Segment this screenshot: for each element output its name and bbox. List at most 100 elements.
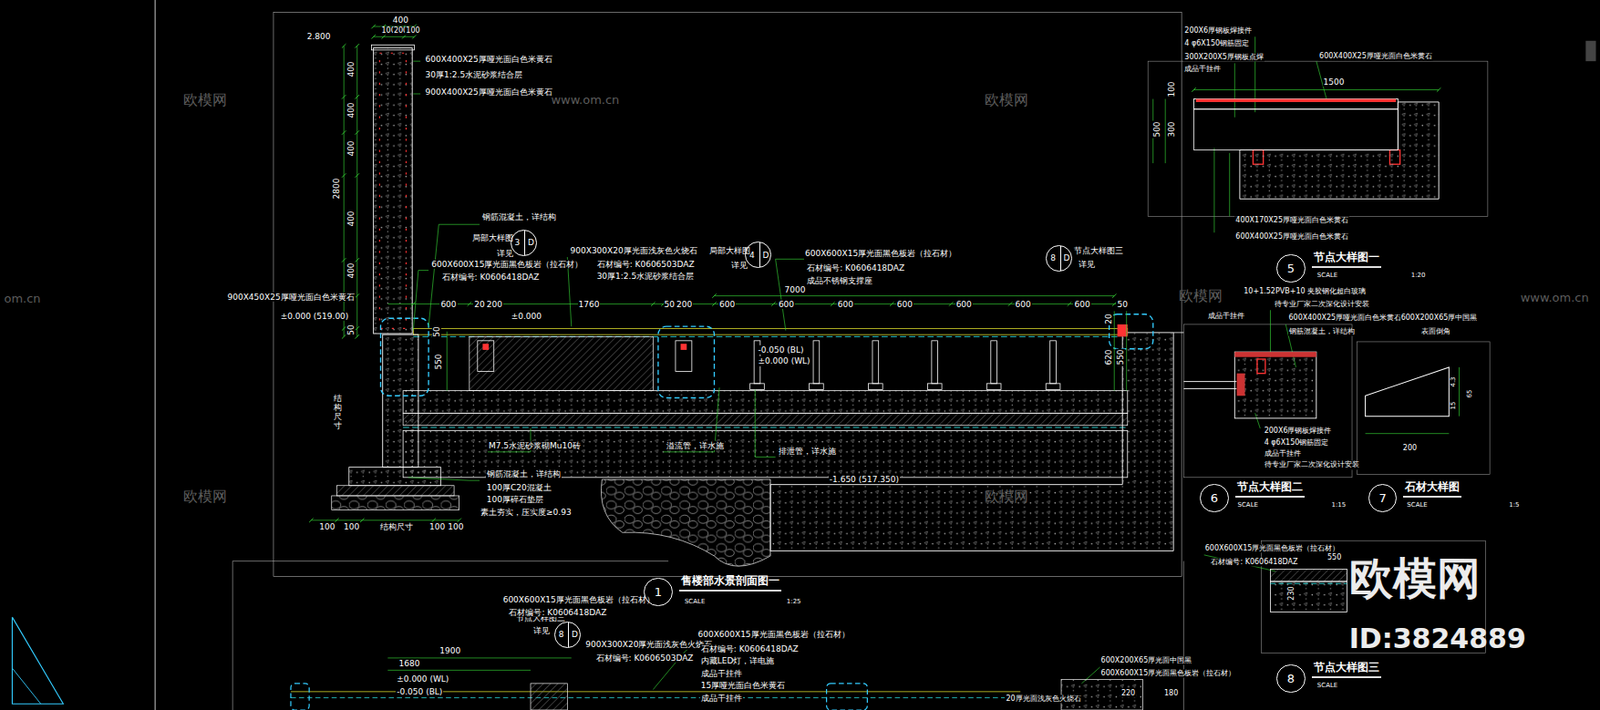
polyline-shape <box>754 390 775 458</box>
annotation: 600X400X25厚哑光面白色米黄石 <box>424 54 554 64</box>
annotation: 100 <box>318 521 336 531</box>
annotation: 结构尺寸 <box>379 521 414 531</box>
annotation: 石材编号: K0606503DAZ <box>595 653 695 663</box>
path-shape <box>600 479 771 567</box>
dimension-lines <box>309 24 1441 691</box>
line-shape <box>373 36 415 38</box>
rect-shape <box>1269 581 1347 613</box>
annotation: ±0.000 <box>510 311 543 321</box>
annotation: 节点大样图三 <box>1073 246 1125 256</box>
reference-code: 8 <box>1046 246 1060 271</box>
annotation: 600X400X25厚哑光面白色米黄石 <box>1318 51 1434 61</box>
annotation: SCALE <box>1405 501 1428 509</box>
dimension-text: 620 <box>1103 348 1113 366</box>
annotation: 600 <box>718 299 736 309</box>
annotation: 30厚1:2.5水泥砂浆结合层 <box>424 70 525 80</box>
dimension-text: 50 <box>346 323 356 336</box>
reference-code: D <box>759 242 773 268</box>
polyline-shape <box>412 92 421 94</box>
watermark: ID:3824889 <box>1349 622 1527 655</box>
annotation: 600X600X15厚光面黑色板岩（拉石材） <box>804 247 958 258</box>
rect-shape <box>867 383 883 391</box>
rect-shape <box>1237 373 1246 397</box>
line-shape <box>356 45 358 337</box>
rect-shape <box>349 467 442 486</box>
rect-shape <box>872 340 879 384</box>
detail-number: 1 <box>644 578 671 606</box>
annotation: 石材编号: K0606418DAZ <box>805 263 906 273</box>
rect-shape <box>1257 359 1266 374</box>
line-shape <box>360 518 364 523</box>
line-shape <box>1269 583 1347 585</box>
annotation: 详见 <box>730 260 749 270</box>
rect-shape <box>331 495 460 511</box>
annotation: 1760 <box>578 299 601 309</box>
dimension-text: 400 <box>346 101 356 119</box>
rect-shape <box>990 340 998 384</box>
dimension-text: 15 <box>1449 401 1457 412</box>
polyline-shape <box>1213 147 1215 233</box>
annotation: 600 <box>896 299 914 309</box>
annotation: ±0.000 (WL) <box>756 356 811 366</box>
g-shape <box>309 24 1441 523</box>
line-shape <box>381 34 386 39</box>
line-shape <box>355 130 360 135</box>
annotation: 内藏LED灯，详电施 <box>700 656 776 666</box>
line-shape <box>1183 388 1237 390</box>
annotation: 20 <box>473 299 486 309</box>
annotation: 4 φ6X150钢筋固定 <box>1263 438 1331 447</box>
rect-shape <box>750 383 765 391</box>
dimension-text: 400 <box>346 261 356 279</box>
line-shape <box>771 301 775 306</box>
annotation: 600X600X15厚光面黑色板岩（拉石材） <box>1100 669 1238 678</box>
line-shape <box>830 301 835 306</box>
detail-number: 5 <box>1277 255 1304 282</box>
dimension-text: 550 <box>1115 348 1126 366</box>
annotation: 1900 <box>438 646 462 656</box>
annotation: 溢流管，详水施 <box>665 441 725 451</box>
detail-title-bubble: 7石材大样图 <box>1368 484 1397 513</box>
annotation: 7000 <box>784 285 807 295</box>
detail-reference-bubble: 3D <box>510 229 537 257</box>
rect-shape <box>402 391 1128 414</box>
watermark: www.om.cn <box>550 92 620 107</box>
line-shape <box>1191 87 1196 92</box>
annotation: 600X600X15厚光面黑色板岩（拉石材） <box>1204 545 1342 554</box>
annotation: 1:20 <box>1410 271 1427 279</box>
line-shape <box>355 94 360 99</box>
detail-title-bubble: 8节点大样图三 <box>1276 664 1305 693</box>
annotation: 100 <box>404 26 421 35</box>
annotation: 石材编号: K0606418DAZ <box>507 607 608 617</box>
detail-title: 节点大样图二 <box>1235 479 1305 498</box>
line-shape <box>1067 301 1072 306</box>
annotation: 10+1.52PVB+10 夹胶钢化超白玻璃 <box>1242 288 1367 297</box>
annotation: 成品干挂件 <box>1183 65 1222 74</box>
line-shape <box>1008 301 1012 306</box>
annotation: 4 φ6X150钢筋固定 <box>1183 40 1250 49</box>
dimension-text: 500 <box>1152 121 1162 139</box>
annotation: 600X400X25厚哑光面白色米黄石 <box>1288 314 1404 323</box>
annotation: 200X6厚钢板焊接件 <box>1183 26 1253 35</box>
polyline-shape <box>412 270 429 331</box>
annotation: 15厚哑光面白色米黄石 <box>700 681 786 691</box>
annotation: 600 <box>955 299 973 309</box>
line-shape <box>1173 331 1184 333</box>
annotation: 石材编号: K0606503DAZ <box>596 259 696 269</box>
line-shape <box>1114 310 1115 391</box>
line-shape <box>154 0 156 710</box>
annotation: 1:5 <box>1507 501 1520 509</box>
line-shape <box>371 24 375 29</box>
annotation: 石材编号: K0606418DAZ <box>441 272 541 282</box>
dimension-text: 65 <box>1465 389 1474 400</box>
rect-shape <box>373 48 413 334</box>
line-shape <box>341 94 346 99</box>
annotation: 600 <box>777 299 795 309</box>
rect-shape <box>1234 351 1317 419</box>
annotation: 局部大样图 <box>471 233 515 243</box>
detail-number: 7 <box>1369 485 1396 512</box>
annotation: 200 <box>485 299 504 309</box>
line-shape <box>1112 293 1116 298</box>
detail-title-bubble: 5节点大样图一 <box>1276 254 1305 283</box>
annotation: 成品干挂件 <box>700 692 744 702</box>
annotation: 钢筋混凝土，详结构 <box>481 212 558 222</box>
